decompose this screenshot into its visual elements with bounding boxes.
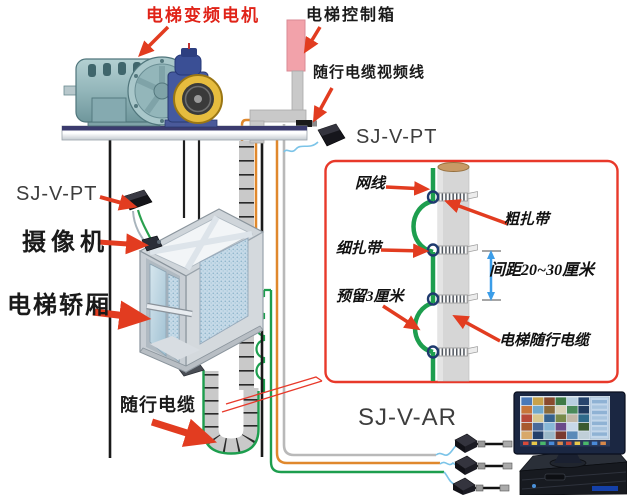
video-line-gray-run (282, 124, 436, 457)
cable-tie (426, 292, 478, 306)
monitor-stand (554, 452, 582, 463)
control-box-label: 电梯控制箱 (306, 7, 397, 24)
elevator-car-label: 电梯轿厢 (7, 292, 111, 319)
camera-label: 摄像机 (22, 229, 109, 256)
green-cable-run (269, 290, 444, 474)
machine-beam (61, 125, 308, 141)
sj-v-ar-receiver (454, 455, 513, 475)
cable-ties (426, 190, 478, 359)
inset-arrows (380, 181, 509, 343)
sj-v-ar-receiver (452, 477, 510, 495)
video-line-connector (296, 120, 312, 127)
annotation-arrows (92, 25, 334, 447)
top-sj-v-pt-assembly (283, 123, 346, 153)
inset-trailing-cable-label: 电梯随行电缆 (499, 333, 590, 349)
trailing-cable-label: 随行电缆 (120, 395, 196, 415)
sj-v-ar-receiver (454, 433, 513, 453)
motor-label: 电梯变频电机 (146, 6, 260, 25)
video-line-label: 随行电缆视频线 (313, 64, 426, 81)
sj-v-pt-top-label: SJ-V-PT (356, 126, 438, 148)
sj-v-pt-left-label: SJ-V-PT (16, 183, 98, 205)
thick-tie-label: 粗扎带 (504, 212, 550, 228)
inset-leader-lines (221, 376, 323, 413)
monitor-illustration (513, 391, 626, 468)
spacing-measure (482, 250, 501, 301)
video-pigtail (283, 141, 319, 153)
elevator-car-illustration (138, 208, 265, 374)
camera-thumbnail-grid (521, 397, 589, 440)
inset-detail-box (324, 159, 619, 384)
receiver-devices (435, 433, 513, 495)
net-cable-label: 网线 (355, 176, 386, 192)
spacing-label: 间距20~30厘米 (489, 262, 595, 279)
traction-machine-illustration (164, 43, 223, 128)
reserve-label: 预留3厘米 (336, 289, 404, 305)
cable-cut-end (437, 162, 470, 172)
cable-tie (426, 190, 478, 204)
orange-cable-run (275, 140, 440, 465)
elevator-control-box (286, 19, 306, 72)
dvr-toolbar (520, 440, 610, 447)
case-brand-badge (592, 486, 618, 491)
sj-v-ar-label: SJ-V-AR (358, 404, 458, 431)
case-handle (544, 473, 566, 481)
cable-tie (426, 345, 478, 359)
thin-tie-label: 细扎带 (336, 241, 382, 257)
